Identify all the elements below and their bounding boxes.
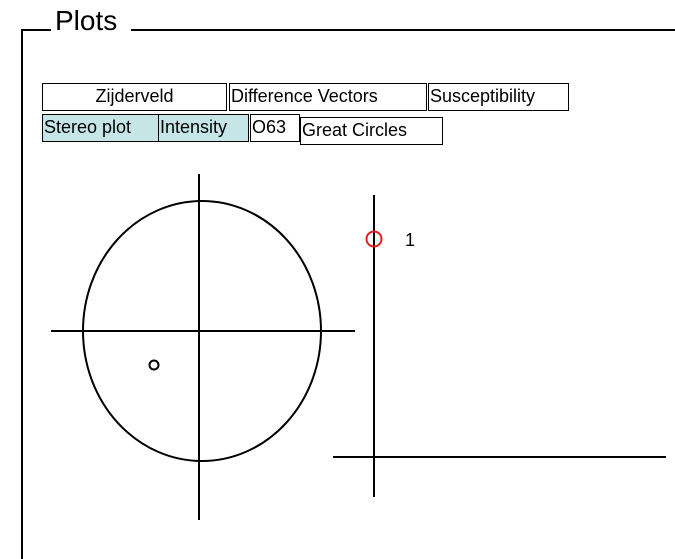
stereo-data-point bbox=[148, 359, 160, 371]
intensity-data-point bbox=[365, 230, 383, 248]
intensity-plot: 1 bbox=[333, 195, 666, 497]
tab-difference-vectors[interactable]: Difference Vectors bbox=[229, 83, 427, 111]
tab-o63[interactable]: O63 bbox=[250, 114, 300, 142]
stereo-plot bbox=[51, 174, 355, 520]
tab-zijderveld[interactable]: Zijderveld bbox=[42, 83, 227, 111]
tab-susceptibility[interactable]: Susceptibility bbox=[428, 83, 569, 111]
group-border-top-left bbox=[21, 29, 51, 31]
group-border-left bbox=[21, 29, 23, 559]
plots-group-title: Plots bbox=[55, 5, 118, 36]
tab-great-circles[interactable]: Great Circles bbox=[300, 117, 443, 145]
group-border-top-right bbox=[131, 29, 675, 31]
tab-intensity[interactable]: Intensity bbox=[158, 114, 249, 142]
tab-stereo-plot[interactable]: Stereo plot bbox=[42, 114, 159, 142]
intensity-point-label: 1 bbox=[405, 230, 415, 250]
